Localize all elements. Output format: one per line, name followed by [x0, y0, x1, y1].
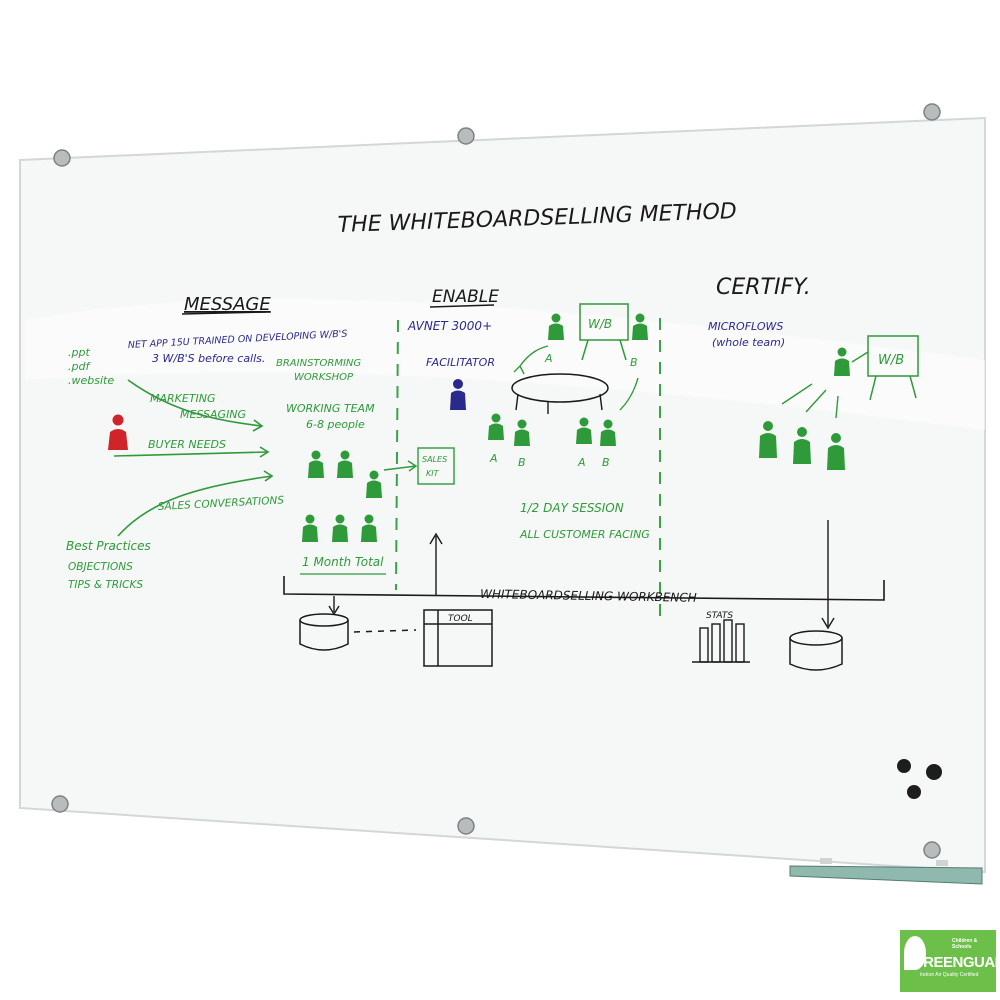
dotted-link [353, 629, 417, 633]
format-ppt: .ppt [68, 346, 90, 359]
netapp-line-2: 3 W/B'S before calls. [152, 352, 265, 365]
heading-message: MESSAGE [184, 294, 271, 315]
certify-people [759, 347, 850, 470]
certify-wb-label: W/B [878, 353, 904, 368]
leaf-icon [904, 936, 926, 970]
best-practices-label: Best Practices [66, 539, 151, 553]
avnet-label: AVNET 3000+ [407, 319, 492, 333]
sales-conversations-arrow [117, 475, 273, 537]
meeting-table [511, 373, 609, 403]
group2-b-label: B [602, 456, 610, 469]
sales-kit-label-1: SALES [422, 455, 447, 464]
enable-participants [488, 413, 616, 446]
database-right-icon [789, 630, 843, 671]
objections-label: OBJECTIONS [68, 561, 133, 573]
badge-brand: GREENGUARD [912, 954, 996, 971]
marketing-arrow [127, 379, 263, 427]
enable-wb-label: W/B [588, 317, 612, 331]
enable-easel [579, 303, 629, 361]
all-customer-label: ALL CUSTOMER FACING [519, 528, 650, 541]
working-team-label-1: WORKING TEAM [286, 402, 375, 415]
group1-b-label: B [518, 456, 526, 469]
facilitator-person-icon [450, 379, 466, 410]
brainstorming-label-2: WORKSHOP [294, 372, 354, 383]
format-website: .website [68, 374, 114, 387]
marker-tray [789, 858, 983, 885]
certify-easel [851, 335, 919, 401]
presenter-b-label: B [630, 356, 638, 369]
group2-a-label: A [577, 456, 586, 469]
microflows-label-2: (whole team) [712, 336, 785, 349]
divider-left [395, 319, 399, 591]
database-left-icon [299, 613, 349, 651]
working-team-label-2: 6-8 people [306, 418, 365, 431]
brainstorming-label-1: BRAINSTORMING [276, 358, 361, 369]
workbench-label: WHITEBOARDSELLING WORKBENCH [480, 587, 697, 605]
half-day-label: 1/2 DAY SESSION [520, 501, 624, 515]
buyer-person-icon [108, 414, 128, 450]
buyer-needs-label: BUYER NEEDS [148, 438, 226, 451]
month-total-label: 1 Month Total [302, 555, 384, 569]
presenter-a-label: A [544, 352, 553, 365]
mount-standoffs [51, 103, 941, 859]
microflows-label-1: MICROFLOWS [708, 320, 783, 333]
facilitator-label: FACILITATOR [426, 356, 495, 369]
heading-certify: CERTIFY. [716, 275, 811, 300]
tips-tricks-label: TIPS & TRICKS [68, 579, 143, 591]
tool-label: TOOL [448, 614, 473, 624]
magnets [897, 759, 942, 799]
buyer-needs-arrow [113, 451, 269, 457]
badge-tagline-top: Children & Schools [952, 938, 978, 950]
marketing-label-2: MESSAGING [180, 408, 246, 421]
stats-label: STATS [706, 611, 733, 621]
badge-tagline-bottom: Indoor Air Quality Certified [920, 972, 979, 978]
format-pdf: .pdf [68, 360, 91, 373]
tool-box [423, 609, 493, 667]
heading-enable: ENABLE [432, 287, 499, 307]
working-team-people [302, 450, 382, 542]
sales-kit-box [417, 447, 455, 485]
group1-a-label: A [489, 452, 498, 465]
stats-bars [692, 619, 750, 663]
sales-kit-label-2: KIT [426, 469, 440, 478]
greenguard-badge: Children & Schools GREENGUARD Indoor Air… [900, 930, 996, 992]
board-glare [25, 299, 985, 430]
workbench-line [283, 576, 885, 601]
enable-presenters [548, 313, 648, 340]
